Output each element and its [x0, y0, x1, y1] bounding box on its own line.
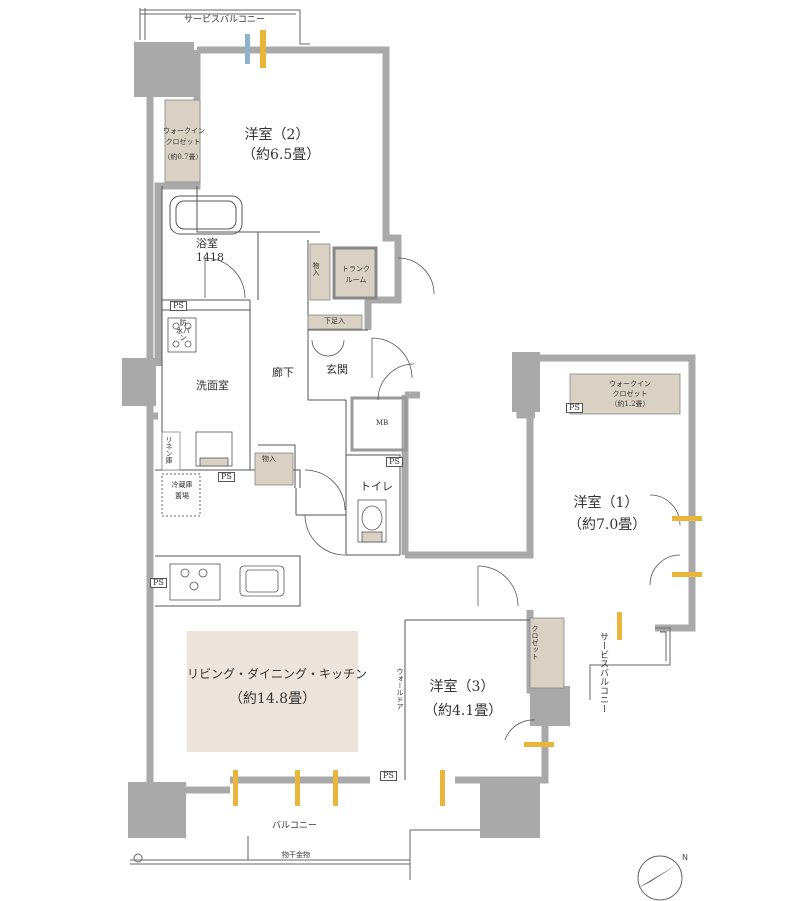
ps-label-washroom: PS: [218, 472, 235, 482]
ldk-name: リビング・ダイニング・キッチン: [187, 667, 368, 681]
mb-label: MB: [376, 419, 389, 427]
walkin2-label: ウォークイン クロゼット （約0.7畳）: [163, 126, 205, 164]
trunk-line1: トランク: [342, 265, 370, 273]
walldoor-label: ウォールドア: [396, 668, 404, 710]
closet3-box: [529, 617, 565, 689]
ldk-size: （約14.8畳）: [228, 691, 317, 707]
bath-label: 浴室 1418: [196, 238, 224, 263]
shoes-box: [307, 314, 363, 330]
western3-size: （約4.1畳）: [424, 703, 503, 719]
column-bottom-right: [480, 782, 540, 838]
ps-label-western3: PS: [380, 771, 397, 781]
windows: [233, 30, 702, 806]
western3-name: 洋室（3）: [429, 679, 495, 695]
bath-name: 浴室: [196, 237, 218, 250]
main-balcony: [130, 829, 480, 880]
ps-label-toilet: PS: [386, 457, 403, 467]
closet3-label: クロゼット: [531, 625, 539, 660]
service-balcony-right-label: サービスバルコニー: [598, 632, 608, 713]
linen-box: [161, 431, 181, 471]
walkin1-line1: ウォークイン: [609, 380, 651, 388]
kitchen-counter: [169, 563, 285, 601]
ps-label-walkin1: PS: [566, 403, 583, 413]
bath-size: 1418: [196, 251, 224, 264]
waterproof-line2: 水パ: [176, 326, 190, 335]
fridge-label: 冷蔵庫 置場: [163, 480, 201, 501]
waterproof-line3: ン: [179, 334, 187, 343]
western1-label: 洋室（1） （約7.0畳）: [568, 495, 647, 533]
linen-label: リネン庫: [165, 436, 173, 464]
toilet-label: トイレ: [360, 480, 393, 493]
washroom-fixtures: [167, 317, 387, 543]
ps-label-bath: PS: [170, 301, 187, 311]
column-left-mid: [122, 358, 156, 406]
hanger-label: 物干金物: [282, 851, 310, 859]
trunk-box: [332, 246, 378, 300]
mono1-box: [309, 243, 331, 301]
walkin2-line1: ウォークイン: [163, 127, 205, 135]
compass-icon: N: [637, 853, 688, 901]
mono2-box: [254, 452, 294, 486]
svg-text:N: N: [682, 853, 688, 862]
entrance-label: 玄関: [326, 363, 348, 376]
service-balcony-right: [589, 627, 671, 700]
trunk-line2: ルーム: [345, 275, 367, 284]
storage-fills: [161, 99, 681, 752]
walkin1-label: ウォークイン クロゼット （約1.2畳）: [600, 380, 660, 409]
column-balcony-right: [530, 686, 570, 726]
washroom-label: 洗面室: [196, 379, 229, 392]
interior-lines: [155, 186, 530, 780]
mono2-label: 物入: [262, 455, 276, 463]
western2-size: （約6.5畳）: [242, 147, 321, 163]
western1-name: 洋室（1）: [573, 495, 639, 511]
ps-label-kitchen: PS: [150, 578, 167, 588]
fridge-line1: 冷蔵庫: [171, 481, 193, 489]
walkin1-line3: （約1.2畳）: [610, 399, 650, 408]
main-balcony-label: バルコニー: [272, 821, 317, 831]
western2-name: 洋室（2）: [244, 127, 310, 143]
column-bottom-left: [128, 782, 186, 838]
walkin2-box: [164, 99, 201, 183]
walkin2-line3: （約0.7畳）: [163, 153, 203, 162]
western2-label: 洋室（2） （約6.5畳）: [242, 127, 321, 163]
waterproof-line1: 防: [179, 319, 187, 327]
ldk-label: リビング・ダイニング・キッチン （約14.8畳）: [187, 667, 368, 707]
trunk-label: トランク ルーム: [336, 264, 376, 285]
waterproof-pan-label: 防 水パ ン: [175, 319, 191, 343]
service-balcony-top-label: サービスバルコニー: [184, 15, 265, 25]
column-right-top: [512, 352, 540, 412]
column-top-left: [134, 42, 194, 97]
walkin1-line2: クロゼット: [612, 389, 648, 398]
western1-size: （約7.0畳）: [568, 517, 647, 533]
mono1-label: 物入: [312, 262, 320, 276]
ldk-fill: [187, 631, 358, 752]
fridge-line2: 置場: [175, 491, 189, 500]
shoes-label: 下足入: [324, 317, 345, 325]
walkin1-box: [569, 373, 681, 415]
service-balcony-top: [139, 8, 310, 45]
walkin2-line2: クロゼット: [165, 138, 201, 147]
western3-label: 洋室（3） （約4.1畳）: [424, 679, 503, 719]
hallway-label: 廊下: [272, 366, 294, 379]
